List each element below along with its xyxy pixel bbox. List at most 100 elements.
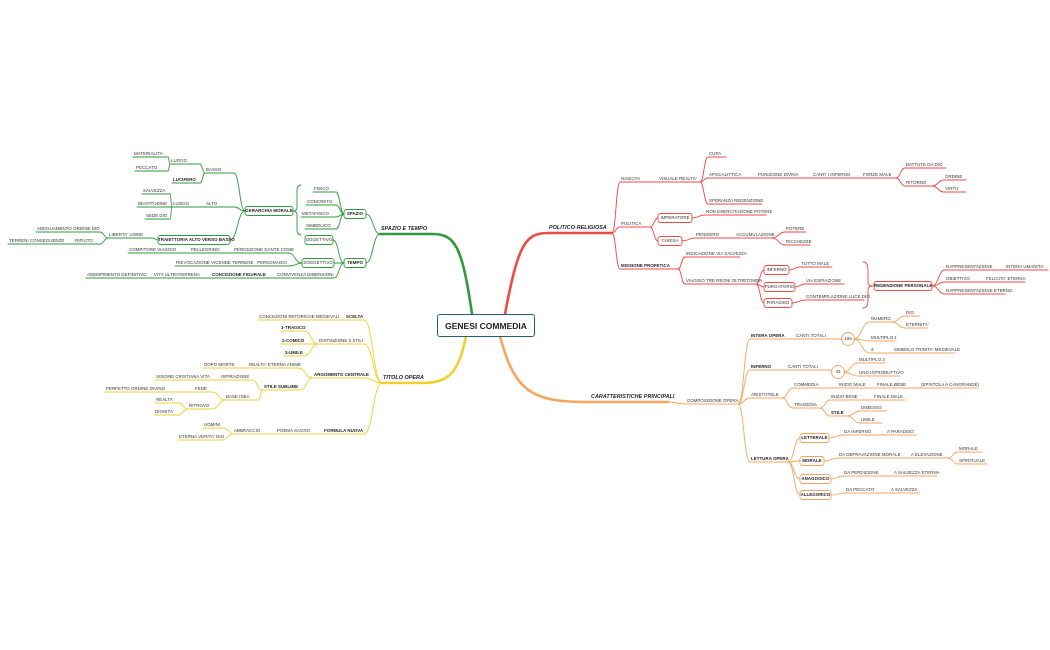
- node-green-gerarchia[interactable]: GERARCHIA MORALE: [245, 208, 293, 214]
- node-green-metafisico[interactable]: METAFISICO: [302, 211, 330, 217]
- node-red-punizione[interactable]: PUNIZIONE DIVINA: [758, 172, 799, 178]
- node-green-basso[interactable]: BASSO: [206, 167, 222, 173]
- node-green-lucifero[interactable]: LUCIFERO: [173, 177, 196, 183]
- node-yellow-eterna[interactable]: ETERNA VERITA' DIO: [179, 434, 225, 440]
- node-green-luogo1[interactable]: LUOGO: [171, 158, 188, 164]
- node-orange-finalemale[interactable]: FINALE MALE: [874, 394, 904, 400]
- node-green-vita[interactable]: VITA ULTRATERRENA: [154, 272, 200, 278]
- node-red-felicita[interactable]: FELICITA' ETERNA: [986, 276, 1026, 282]
- node-green-adempimento[interactable]: ADEMPIMENTO DEFINITIVO: [87, 272, 147, 278]
- node-yellow-dopomorte[interactable]: DOPO MORTE: [204, 362, 235, 368]
- node-yellow-perfetto[interactable]: PERFETTO ORDINE DIVINO: [106, 386, 166, 392]
- node-red-paradiso[interactable]: PARADISO: [766, 300, 790, 306]
- node-green-traiettoria[interactable]: TRAIETTORIA ALTO VERSO BASSO: [158, 237, 235, 243]
- node-red-imperatore[interactable]: IMPERATORE: [660, 215, 690, 221]
- node-orange-c33[interactable]: 33: [835, 369, 841, 375]
- node-orange-eternita[interactable]: ETERNITA': [906, 322, 929, 328]
- node-red-politico[interactable]: POLITICO-RELIGIOSA: [549, 225, 607, 231]
- node-orange-dio[interactable]: DIO: [906, 310, 914, 316]
- node-orange-anagogico[interactable]: ANAGOGICO: [801, 476, 830, 482]
- node-red-espiazione[interactable]: VIA ESPIAZIONE: [806, 278, 842, 284]
- node-red-pensiero[interactable]: PENSIERO: [696, 232, 720, 238]
- node-green-beatitudine[interactable]: BEATITUDINE: [138, 201, 168, 207]
- node-green-simbolico[interactable]: SIMBOLICO: [306, 223, 331, 229]
- node-yellow-dignita[interactable]: DIGNITA': [155, 409, 174, 415]
- node-green-concezione[interactable]: CONCEZIONE FIGURALE: [212, 272, 266, 278]
- node-green-tempo[interactable]: TEMPO: [347, 260, 363, 266]
- node-red-ordine[interactable]: ORDINE: [945, 174, 963, 180]
- node-yellow-fede[interactable]: FEDE: [195, 386, 207, 392]
- node-yellow-uomini[interactable]: UOMINI: [204, 422, 221, 428]
- node-orange-aparadiso[interactable]: A PARADISO: [887, 429, 914, 435]
- node-orange-elevazione[interactable]: A ELEVAZIONE: [911, 452, 943, 458]
- node-red-indicazione[interactable]: INDICAZIONE VIA SALVEZZA: [686, 251, 747, 257]
- node-orange-tragedia[interactable]: TRAGEDIA: [794, 402, 817, 408]
- node-red-chiesa[interactable]: CHIESA: [661, 238, 679, 244]
- node-red-politica[interactable]: POLITICA: [621, 221, 642, 227]
- node-yellow-distinzione[interactable]: DISTINZIONE 3 STILI: [319, 338, 364, 344]
- node-orange-uno[interactable]: UNO INTRODUTTIVO: [859, 370, 904, 376]
- node-orange-tre[interactable]: 3: [871, 347, 874, 353]
- node-red-speranza[interactable]: SPERANZA REDENZIONE: [709, 198, 764, 204]
- node-orange-iniziomale[interactable]: INIZIO MALE: [839, 382, 866, 388]
- node-yellow-poema[interactable]: POEMA SACRO: [277, 428, 310, 434]
- node-orange-peccato[interactable]: DA PECCATO: [846, 487, 875, 493]
- node-orange-multiplo1[interactable]: MULTIPLO 1: [871, 335, 897, 341]
- node-orange-dainferno[interactable]: DA INFERNO: [844, 429, 872, 435]
- node-red-nonesp[interactable]: NON ESERCITAZIONE POTERE: [706, 209, 773, 215]
- node-green-oggettivo[interactable]: OGGETTIVO: [305, 237, 333, 243]
- node-orange-epistola[interactable]: (EPISTOLA A CANGRANDE): [921, 382, 980, 388]
- node-red-visuale[interactable]: VISUALE REALTA': [659, 176, 697, 182]
- node-green-salvezza[interactable]: SALVEZZA: [143, 188, 166, 194]
- node-yellow-scelta[interactable]: SCELTA: [346, 314, 364, 320]
- node-orange-car[interactable]: CARATTERISTICHE PRINCIPALI: [591, 394, 675, 400]
- node-red-cupa[interactable]: CUPA: [709, 151, 722, 157]
- node-yellow-formula[interactable]: FORMULA NUOVA: [324, 428, 364, 434]
- node-orange-letterale[interactable]: LETTERALE: [801, 435, 828, 441]
- node-orange-stile[interactable]: STILE: [831, 410, 844, 416]
- node-green-soggettivo[interactable]: SOGGETTIVO: [303, 260, 333, 266]
- node-red-umanita[interactable]: INTERA UMANITA': [1006, 264, 1045, 270]
- node-orange-aristotele[interactable]: ARISTOTELE: [751, 392, 779, 398]
- node-red-virtu[interactable]: VIRTU': [945, 186, 960, 192]
- node-orange-numero[interactable]: NUMERO: [871, 316, 891, 322]
- node-orange-cantitot2[interactable]: CANTI TOTALI: [788, 364, 818, 370]
- node-green-sededio[interactable]: SEDE DIO: [146, 213, 168, 219]
- node-orange-intera[interactable]: INTERA OPERA: [751, 333, 785, 339]
- node-green-st[interactable]: SPAZIO E TEMPO: [381, 226, 428, 232]
- node-yellow-sublime[interactable]: STILE SUBLIME: [264, 384, 299, 390]
- node-red-rapp1[interactable]: RAPPRESENTAZIONE: [946, 264, 993, 270]
- node-red-obiettivo[interactable]: OBIETTIVO: [946, 276, 970, 282]
- node-red-forze[interactable]: FORZE MALE: [863, 172, 892, 178]
- node-green-compitore[interactable]: COMPITORE VIAGGIO: [129, 247, 177, 253]
- node-green-spazio[interactable]: SPAZIO: [346, 211, 364, 217]
- node-orange-morale2[interactable]: MORALE: [959, 446, 978, 452]
- node-yellow-realta_eterna[interactable]: REALTA' ETERNA ANIME: [249, 362, 301, 368]
- node-green-personaggi[interactable]: PERSONAGGI: [257, 260, 288, 266]
- node-green-percezione[interactable]: PERCEZIONE DANTE COME: [234, 247, 295, 253]
- node-red-nascita[interactable]: NASCITA: [621, 176, 641, 182]
- node-red-contemplazione[interactable]: CONTEMPLAZIONE LUCE DIO: [806, 294, 870, 300]
- node-orange-morale[interactable]: MORALE: [802, 458, 822, 464]
- node-orange-allegorico[interactable]: ALLEGORICO: [800, 492, 831, 498]
- node-red-purgatorio[interactable]: PURGATORIO: [764, 284, 795, 290]
- node-green-rifiuto[interactable]: RIFIUTO: [75, 238, 93, 244]
- node-green-fisico[interactable]: FISICO: [314, 186, 329, 192]
- node-red-tutto[interactable]: TUTTO MALE: [801, 261, 830, 267]
- node-red-battute[interactable]: BATTUTE DA DIO: [906, 162, 943, 168]
- node-yellow-realta[interactable]: REALTA': [156, 397, 174, 403]
- node-red-potere[interactable]: POTERE: [786, 226, 805, 232]
- node-red-apoc[interactable]: APOCALITTICA: [709, 172, 742, 178]
- node-yellow-abbraccio[interactable]: ABBRACCIO: [234, 428, 261, 434]
- node-orange-comp[interactable]: COMPOSIZIONE OPERA: [687, 398, 739, 404]
- node-green-pellegrino[interactable]: PELLEGRINO: [191, 247, 220, 253]
- node-yellow-ritrovo[interactable]: RITROVO: [189, 403, 210, 409]
- node-yellow-visione[interactable]: VISIONE CRISTIANA VITA: [156, 374, 210, 380]
- node-yellow-umile[interactable]: 3-UMILE: [285, 350, 303, 356]
- node-yellow-comico[interactable]: 2-COMICO: [282, 338, 305, 344]
- node-yellow-ispirazione[interactable]: ISPIRAZIONE: [221, 374, 250, 380]
- node-red-missione[interactable]: MISSIONE PROFETICA: [621, 263, 670, 269]
- central-topic[interactable]: GENESI COMMEDIA: [437, 314, 535, 337]
- node-orange-salvezzaeterna[interactable]: A SALVEZZA ETERNA: [894, 470, 940, 476]
- node-orange-commedia[interactable]: COMMEDIA: [794, 382, 819, 388]
